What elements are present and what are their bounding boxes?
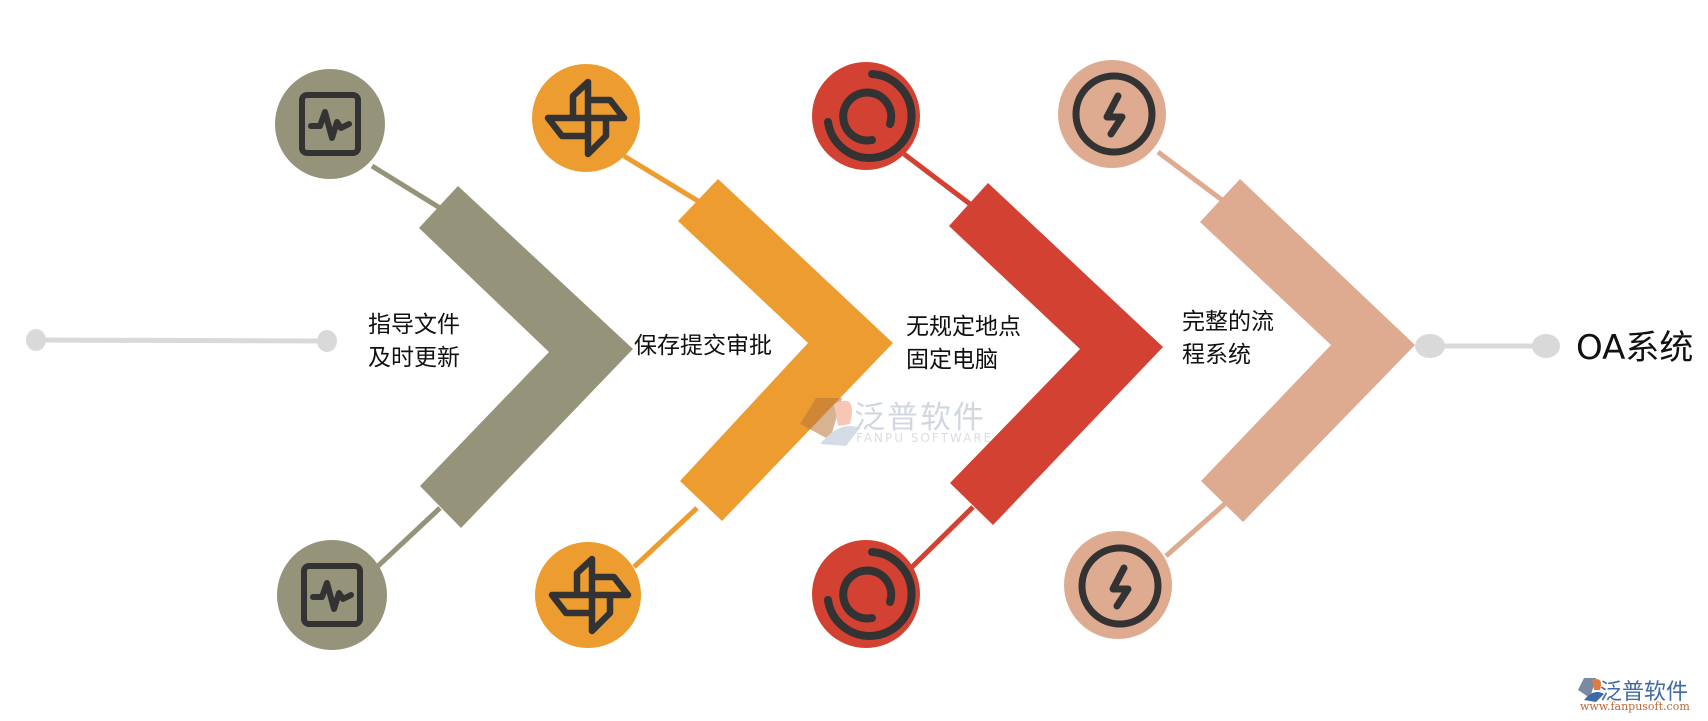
chevron-3 <box>949 183 1163 525</box>
spinner-arc-icon <box>824 548 916 640</box>
step-1-line-1: 指导文件 <box>368 312 460 338</box>
activity-monitor-icon <box>301 563 363 627</box>
logo-cn: 泛普软件 <box>1600 680 1689 705</box>
step-4-line-1: 完整的流 <box>1182 309 1274 335</box>
watermark-cn: 泛普软件 <box>854 400 986 436</box>
watermark-en: FANPU SOFTWARE <box>856 431 994 445</box>
watermark: 泛普软件 FANPU SOFTWARE <box>790 392 1020 452</box>
end-connector <box>1415 334 1560 358</box>
step-2-label: 保存提交审批 <box>634 330 772 363</box>
pinwheel-icon <box>548 555 632 635</box>
corner-logo: 泛普软件 www.fanpusoft.com <box>1578 674 1708 714</box>
pinwheel-icon <box>544 78 628 158</box>
logo-url[interactable]: www.fanpusoft.com <box>1580 700 1690 713</box>
activity-monitor-icon <box>299 92 361 156</box>
fanpu-logo-icon <box>1578 678 1604 702</box>
final-label: OA系统 <box>1576 328 1694 368</box>
chevron-2 <box>678 179 893 521</box>
step-1-label: 指导文件 及时更新 <box>368 309 460 375</box>
step-3 <box>812 62 1163 648</box>
step-3-line-1: 无规定地点 <box>906 314 1021 340</box>
step-3-label: 无规定地点 固定电脑 <box>906 311 1021 377</box>
step-4-label: 完整的流 程系统 <box>1182 306 1274 372</box>
start-connector <box>26 329 337 352</box>
lightning-circle-icon <box>1072 72 1156 156</box>
lightning-circle-icon <box>1078 544 1162 628</box>
chevron-4 <box>1200 179 1415 522</box>
step-3-line-2: 固定电脑 <box>906 347 998 373</box>
spinner-arc-icon <box>824 70 916 162</box>
step-2-line-1: 保存提交审批 <box>634 333 772 359</box>
step-4-line-2: 程系统 <box>1182 342 1251 368</box>
step-1-line-2: 及时更新 <box>368 345 460 371</box>
watermark-logo-icon <box>800 398 860 446</box>
chevron-1 <box>419 186 633 528</box>
